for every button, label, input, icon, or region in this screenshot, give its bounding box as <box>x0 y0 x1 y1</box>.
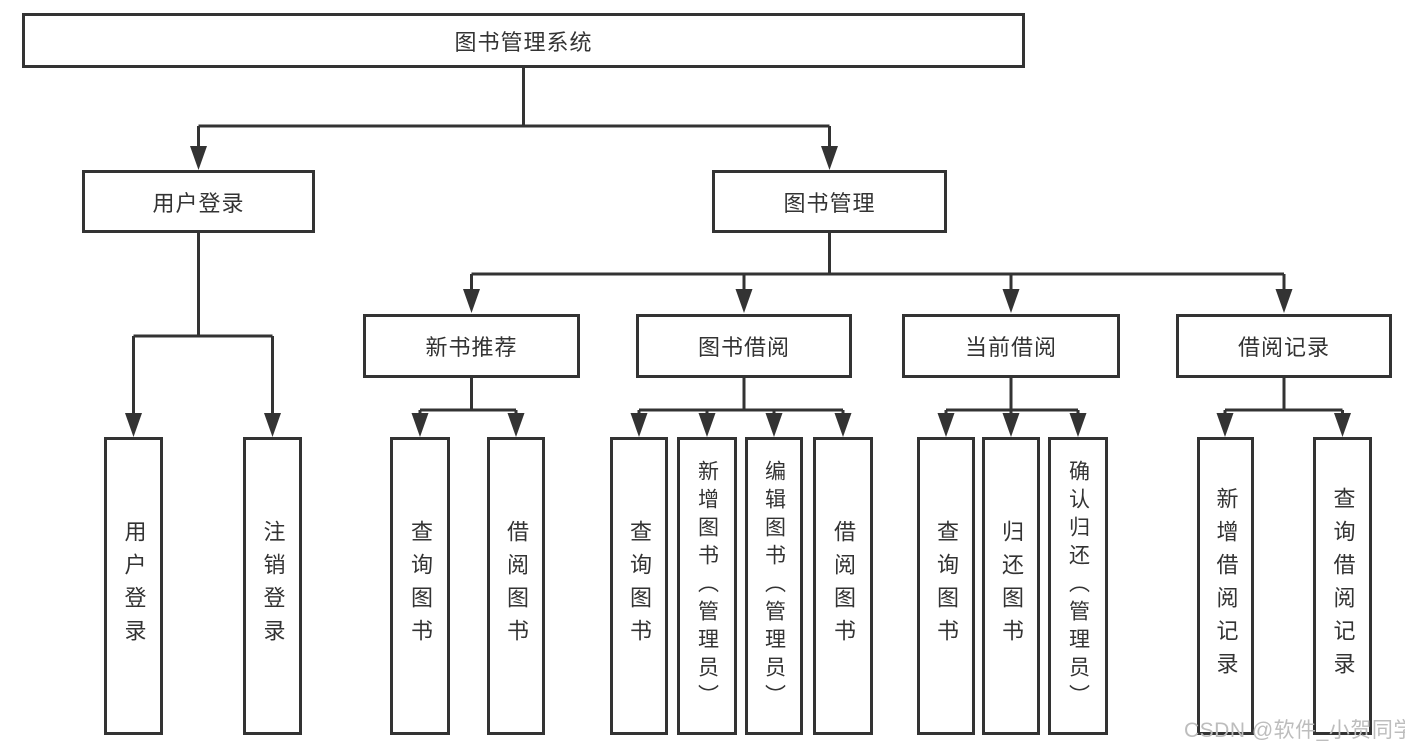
edge-level3-to-leaves <box>418 378 1344 418</box>
leaf-query-books-borrow-label: 查询图书 <box>627 520 652 652</box>
leaf-query-books-recommend-label: 查询图书 <box>408 520 433 652</box>
edge-root-to-level2 <box>197 68 831 148</box>
arrowheads <box>125 146 1351 437</box>
leaf-add-book-admin-label: 新增图书（管理员） <box>695 460 719 712</box>
leaf-return-book-label: 归还图书 <box>999 520 1024 652</box>
leaf-borrow-books-recommend: 借阅图书 <box>487 437 545 735</box>
leaf-query-books-current-label: 查询图书 <box>934 520 959 652</box>
leaf-add-book-admin: 新增图书（管理员） <box>677 437 737 735</box>
leaf-confirm-return-admin-label: 确认归还（管理员） <box>1066 460 1090 712</box>
leaf-edit-book-admin: 编辑图书（管理员） <box>745 437 803 735</box>
node-user-login-label: 用户登录 <box>152 190 245 216</box>
node-user-login: 用户登录 <box>82 170 315 233</box>
leaf-query-borrow-record: 查询借阅记录 <box>1313 437 1372 735</box>
leaf-query-books-borrow: 查询图书 <box>610 437 668 735</box>
node-new-book-recommend: 新书推荐 <box>363 314 580 378</box>
leaf-add-borrow-record: 新增借阅记录 <box>1197 437 1254 735</box>
edge-user-login-to-leaves <box>132 233 274 414</box>
node-current-borrow: 当前借阅 <box>902 314 1120 378</box>
leaf-borrow-books-recommend-label: 借阅图书 <box>504 520 529 652</box>
node-book-management-label: 图书管理 <box>783 190 876 216</box>
leaf-query-books-current: 查询图书 <box>917 437 975 735</box>
leaf-confirm-return-admin: 确认归还（管理员） <box>1048 437 1108 735</box>
csdn-watermark: CSDN @软件_小贺同学 <box>1184 719 1405 742</box>
node-borrow-record: 借阅记录 <box>1176 314 1392 378</box>
leaf-edit-book-admin-label: 编辑图书（管理员） <box>762 460 786 712</box>
node-book-borrow: 图书借阅 <box>636 314 852 378</box>
leaf-logout: 注销登录 <box>243 437 302 735</box>
node-book-management: 图书管理 <box>712 170 947 233</box>
leaf-borrow-books-label: 借阅图书 <box>831 520 856 652</box>
leaf-user-login-label: 用户登录 <box>121 520 147 652</box>
leaf-return-book: 归还图书 <box>982 437 1040 735</box>
leaf-query-books-recommend: 查询图书 <box>390 437 450 735</box>
node-book-borrow-label: 图书借阅 <box>697 335 790 360</box>
leaf-add-borrow-record-label: 新增借阅记录 <box>1213 487 1239 685</box>
leaf-logout-label: 注销登录 <box>260 520 286 652</box>
leaf-user-login: 用户登录 <box>104 437 163 735</box>
node-root: 图书管理系统 <box>22 13 1025 68</box>
node-new-book-recommend-label: 新书推荐 <box>425 335 518 360</box>
edge-book-management-to-level3 <box>470 233 1286 291</box>
node-current-borrow-label: 当前借阅 <box>964 335 1057 360</box>
leaf-borrow-books: 借阅图书 <box>813 437 873 735</box>
leaf-query-borrow-record-label: 查询借阅记录 <box>1330 487 1356 685</box>
node-borrow-record-label: 借阅记录 <box>1237 335 1330 360</box>
node-root-label: 图书管理系统 <box>454 29 593 55</box>
